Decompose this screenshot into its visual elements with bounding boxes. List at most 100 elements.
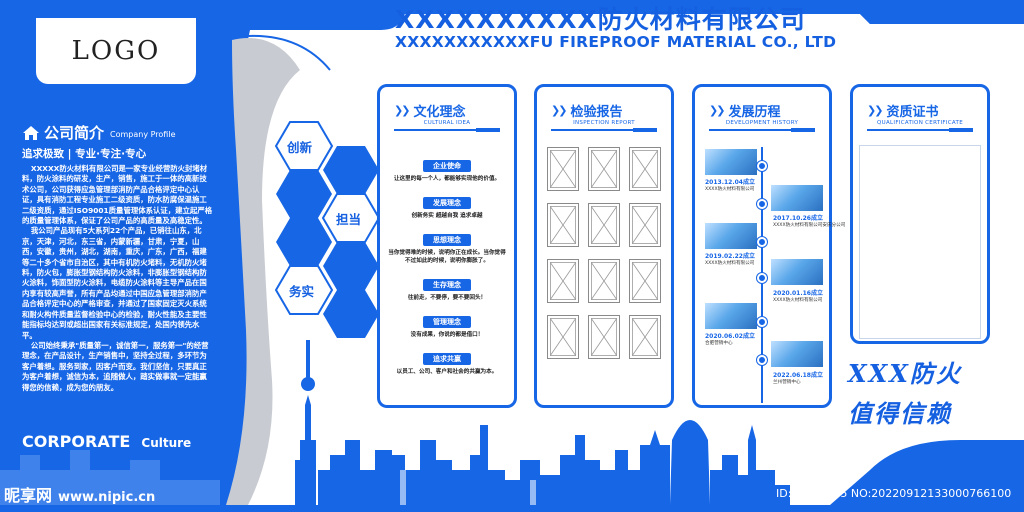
report-placeholder xyxy=(629,259,661,303)
panel-certificates: ❯❯ 资质证书 QUALIFICATION CERTIFICATE xyxy=(850,84,990,344)
culture-list: 企业使命 让这里的每一个人，都能够实现他的价值。 发展理念 创新务实 超越自我 … xyxy=(386,153,508,383)
culture-badge: 企业使命 xyxy=(423,160,471,172)
hex-label-innovation: 创新 xyxy=(287,140,313,155)
panel-title-en: CULTURAL IDEA xyxy=(423,120,471,126)
report-placeholder xyxy=(547,259,579,303)
panel-header: ❯❯ 资质证书 xyxy=(867,101,938,120)
timeline-company: XXXX防火材料有限公司 xyxy=(773,298,823,303)
panel-title: 检验报告 xyxy=(570,105,623,120)
report-placeholder xyxy=(629,147,661,191)
report-placeholder xyxy=(588,259,620,303)
report-placeholder xyxy=(547,147,579,191)
chevron-right-icon: ❯❯ xyxy=(709,104,726,117)
logo-box: LOGO xyxy=(36,18,196,84)
timeline-date: 2022.06.18成立 xyxy=(773,372,823,379)
profile-body: XXXXX防火材料有限公司是一家专业经营防火封堵材料，防火涂料的研发，生产，销售… xyxy=(22,164,214,393)
profile-header: 公司简介 Company Profile xyxy=(22,122,176,143)
timeline-date: 2020.06.02成立 xyxy=(705,333,755,340)
panel-divider xyxy=(394,128,500,132)
report-placeholder xyxy=(547,315,579,359)
profile-title-en: Company Profile xyxy=(110,130,176,139)
watermark-brand: 昵享网 www.nipic.cn xyxy=(4,482,155,506)
timeline-date: 2017.10.26成立 xyxy=(773,215,823,222)
culture-badge: 管理理念 xyxy=(423,316,471,328)
timeline-photo xyxy=(771,185,823,211)
culture-text: 创新务实 超越自我 追求卓越 xyxy=(411,213,483,219)
panel-divider xyxy=(867,128,973,132)
profile-paragraph: 公司始终秉承"质量第一，诚信第一，服务第一"的经营理念，在产品设计，生产销售中，… xyxy=(22,340,209,392)
brand-slogan: XXX防火 值得信赖 xyxy=(848,354,962,434)
watermark-id: ID:27020355 NO:20220912133000766100 xyxy=(776,487,1012,500)
timeline-dot xyxy=(757,237,767,247)
hex-label-pragmatic: 务实 xyxy=(289,284,315,299)
panel-title: 资质证书 xyxy=(886,105,939,120)
company-title: XXXXXXXXXX防火材料有限公司 xyxy=(395,5,806,34)
timeline-company: XXXX防火材料有限公司 xyxy=(705,261,755,266)
panel-header: ❯❯ 发展历程 xyxy=(709,101,780,120)
profile-slogan: 追求极致 | 专业·专注·专心 xyxy=(22,148,147,160)
report-placeholder xyxy=(547,203,579,247)
culture-item: 思想理念 当你觉得难的时候，说明你正在成长。当你觉得不过如此的时候，说明你膨胀了… xyxy=(386,227,508,265)
timeline-date: 2019.02.22成立 xyxy=(705,253,755,260)
corporate-word: CORPORATE xyxy=(22,432,131,451)
timeline-company: XXXX防火材料有限公司安庆分公司 xyxy=(773,223,846,228)
panel-inspection: ❯❯ 检验报告 INSPECTION REPORT xyxy=(534,84,674,408)
report-placeholder xyxy=(629,315,661,359)
report-placeholder xyxy=(588,147,620,191)
timeline-dot xyxy=(757,161,767,171)
culture-badge: 追求共赢 xyxy=(423,353,471,365)
timeline-date: 2013.12.04成立 xyxy=(705,179,755,186)
timeline-date: 2020.01.16成立 xyxy=(773,290,823,297)
culture-text: 以员工、公司、客户和社会的共赢为本。 xyxy=(396,369,498,375)
report-grid xyxy=(547,147,661,359)
culture-text: 让这里的每一个人，都能够实现他的价值。 xyxy=(393,176,501,182)
panel-header: ❯❯ 检验报告 xyxy=(551,101,622,120)
panel-title-en: INSPECTION REPORT xyxy=(573,120,635,126)
certificate-placeholder xyxy=(859,145,981,339)
timeline-photo xyxy=(705,223,757,249)
chevron-right-icon: ❯❯ xyxy=(867,104,884,117)
timeline-dot xyxy=(757,355,767,365)
timeline-company: 合肥营销中心 xyxy=(705,341,733,346)
panel-header: ❯❯ 文化理念 xyxy=(394,101,465,120)
culture-text: 往前走，不要停，要不要回头！ xyxy=(407,295,487,301)
watermark-brand-name: 昵享网 xyxy=(4,486,53,505)
report-placeholder xyxy=(629,203,661,247)
watermark-url: www.nipic.cn xyxy=(58,490,156,505)
panel-title: 文化理念 xyxy=(413,105,466,120)
slogan-line-2: 值得信赖 xyxy=(848,399,952,428)
timeline-photo xyxy=(705,303,757,329)
corporate-culture-heading: CORPORATE Culture xyxy=(22,432,191,451)
culture-word: Culture xyxy=(141,436,192,450)
timeline-company: 兰州营销中心 xyxy=(773,380,801,385)
home-icon xyxy=(23,125,39,140)
timeline-dot xyxy=(757,199,767,209)
hex-label-responsibility: 担当 xyxy=(336,212,362,227)
culture-badge: 思想理念 xyxy=(423,234,471,246)
culture-badge: 生存理念 xyxy=(423,279,471,291)
profile-paragraph: 我公司产品现有5大系列22个产品，已销往山东，北京，天津，河北，东三省，内蒙新疆… xyxy=(22,226,207,340)
panel-title: 发展历程 xyxy=(728,105,781,120)
profile-title: 公司简介 xyxy=(44,124,105,142)
culture-badge: 发展理念 xyxy=(423,197,471,209)
slogan-line-1: XXX防火 xyxy=(848,359,962,388)
timeline-photo xyxy=(771,259,823,285)
culture-text: 没有成果，你说的都是借口！ xyxy=(410,332,484,338)
report-placeholder xyxy=(588,315,620,359)
culture-text: 当你觉得难的时候，说明你正在成长。当你觉得不过如此的时候，说明你膨胀了。 xyxy=(388,250,506,264)
panel-title-en: DEVELOPMENT HISTORY xyxy=(725,120,799,126)
report-placeholder xyxy=(588,203,620,247)
culture-item: 企业使命 让这里的每一个人，都能够实现他的价值。 xyxy=(386,153,508,183)
timeline-dot xyxy=(757,317,767,327)
timeline-photo xyxy=(771,341,823,367)
culture-item: 追求共赢 以员工、公司、客户和社会的共赢为本。 xyxy=(386,346,508,376)
timeline-dot xyxy=(757,273,767,283)
panel-divider xyxy=(551,128,657,132)
panel-title-en: QUALIFICATION CERTIFICATE xyxy=(877,120,963,126)
panel-history: ❯❯ 发展历程 DEVELOPMENT HISTORY 2013.12.04成立… xyxy=(692,84,845,408)
company-subtitle: XXXXXXXXXXXFU FIREPROOF MATERIAL CO., LT… xyxy=(395,33,837,51)
panel-divider xyxy=(709,128,815,132)
chevron-right-icon: ❯❯ xyxy=(551,104,568,117)
culture-item: 发展理念 创新务实 超越自我 追求卓越 xyxy=(386,190,508,220)
logo-text: LOGO xyxy=(71,36,161,66)
